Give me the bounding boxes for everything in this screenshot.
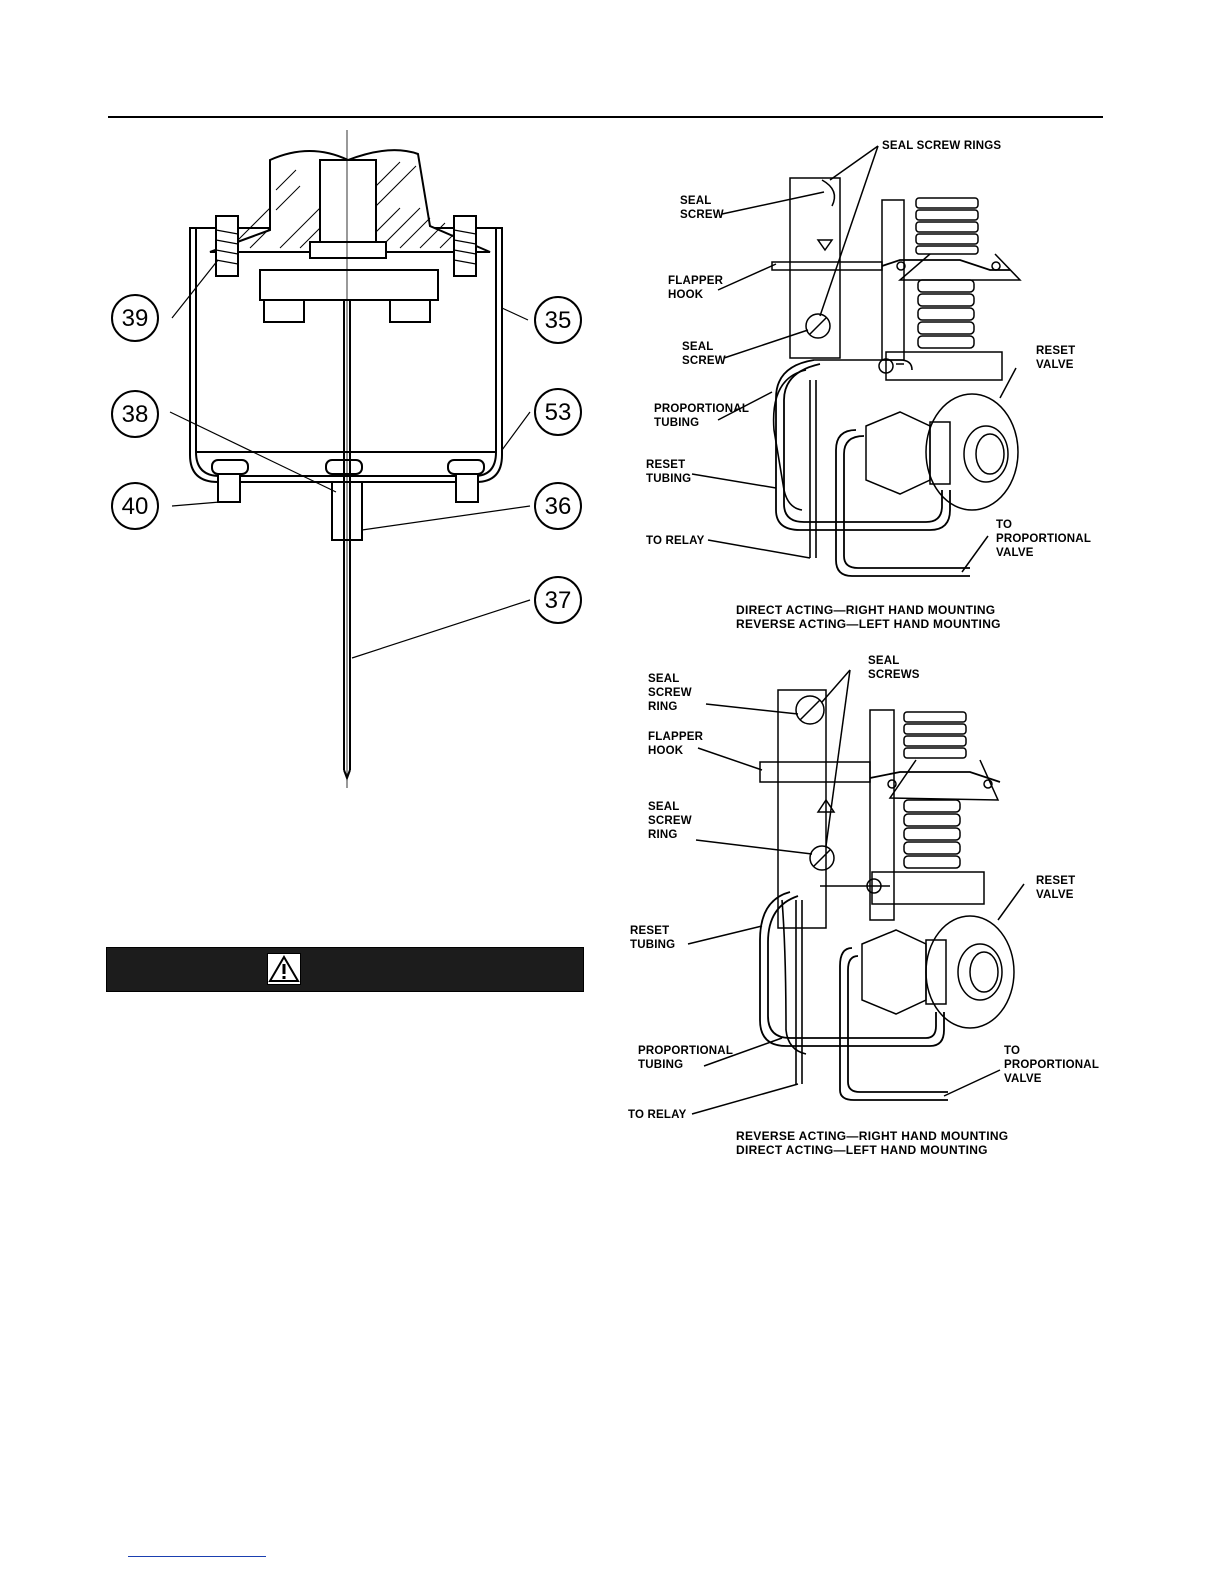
label-reset-tubing: RESET: [646, 459, 685, 471]
callout-36: 36: [545, 493, 572, 520]
label-to: TO: [996, 519, 1012, 531]
label-tubing-2b: TUBING: [630, 939, 675, 951]
sectional-drawing: 39 35 38 53 40 36 37: [111, 130, 582, 788]
label-seal-b: SEAL: [868, 655, 899, 667]
mounting-diagram-top: SEAL SCREW RINGS SEAL SCREW FLAPPER HOOK…: [646, 140, 1091, 631]
callout-40: 40: [122, 493, 149, 520]
callout-39: 39: [122, 305, 149, 332]
header-rule: [108, 116, 1103, 118]
label-reset-tubing-2: RESET: [630, 925, 669, 937]
bellows-lower: [917, 279, 975, 349]
label-screw: SCREW: [680, 209, 724, 221]
label-hook: HOOK: [668, 289, 704, 301]
label-to-relay-2: TO RELAY: [628, 1109, 687, 1121]
seal-screw-ring-lower: [809, 845, 835, 871]
label-tubing-2c: TUBING: [638, 1059, 683, 1071]
reset-valve: [865, 393, 1019, 511]
label-screw-2: SCREW: [682, 355, 726, 367]
label-valve-2: VALVE: [996, 547, 1034, 559]
warning-bar: [106, 947, 584, 992]
callout-53: 53: [545, 399, 572, 426]
reset-tubing-2: [759, 891, 945, 1047]
footer-link-rule: [128, 1556, 266, 1557]
label-screws-b: SCREWS: [868, 669, 920, 681]
label-seal: SEAL: [680, 195, 711, 207]
callout-38: 38: [122, 401, 149, 428]
bolt-40: [217, 473, 241, 503]
label-tubing: TUBING: [654, 417, 699, 429]
label-seal-a: SEAL: [648, 673, 679, 685]
label-reset-valve: RESET: [1036, 345, 1075, 357]
label-screw-a: SCREW: [648, 687, 692, 699]
label-flapper-2: FLAPPER: [648, 731, 704, 743]
caption-bottom-1: REVERSE ACTING—RIGHT HAND MOUNTING: [736, 1129, 1008, 1143]
bellows-upper: [915, 197, 979, 255]
label-seal-2: SEAL: [682, 341, 713, 353]
label-seal-c: SEAL: [648, 801, 679, 813]
label-screw-c: SCREW: [648, 815, 692, 827]
bolt-39: [215, 215, 239, 277]
label-proportional-2: PROPORTIONAL: [638, 1045, 733, 1057]
reset-valve-2: [861, 915, 1015, 1029]
caption-top-2: REVERSE ACTING—LEFT HAND MOUNTING: [736, 617, 1001, 631]
label-proportional: PROPORTIONAL: [654, 403, 749, 415]
seal-screw: [805, 313, 831, 339]
seal-screw-ring-top: [795, 695, 825, 725]
caption-top-1: DIRECT ACTING—RIGHT HAND MOUNTING: [736, 603, 995, 617]
bellows-upper-2: [903, 711, 967, 759]
label-valve: VALVE: [1036, 359, 1074, 371]
label-valve-3: VALVE: [1004, 1073, 1042, 1085]
proportional-tubing: [775, 359, 951, 531]
mounting-diagram-bottom: SEAL SCREW RING SEAL SCREWS FLAPPER HOOK…: [628, 655, 1099, 1157]
label-valve-2b: VALVE: [1036, 889, 1074, 901]
callout-35: 35: [545, 307, 572, 334]
warning-triangle-icon: [267, 953, 301, 985]
label-flapper: FLAPPER: [668, 275, 724, 287]
label-to-2: TO: [1004, 1045, 1020, 1057]
reset-tubing: [772, 369, 807, 511]
label-seal-screw-rings: SEAL SCREW RINGS: [882, 140, 1001, 152]
label-proportional-valve: PROPORTIONAL: [996, 533, 1091, 545]
label-tubing-2: TUBING: [646, 473, 691, 485]
label-ring-a: RING: [648, 701, 678, 713]
caption-bottom-2: DIRECT ACTING—LEFT HAND MOUNTING: [736, 1143, 988, 1157]
label-hook-2: HOOK: [648, 745, 684, 757]
callout-37: 37: [545, 587, 572, 614]
proportional-tubing-2: [781, 899, 807, 1055]
label-ring-c: RING: [648, 829, 678, 841]
label-to-relay: TO RELAY: [646, 535, 705, 547]
bellows-lower-2: [903, 799, 961, 869]
label-proportional-valve-2: PROPORTIONAL: [1004, 1059, 1099, 1071]
label-reset-valve-2: RESET: [1036, 875, 1075, 887]
